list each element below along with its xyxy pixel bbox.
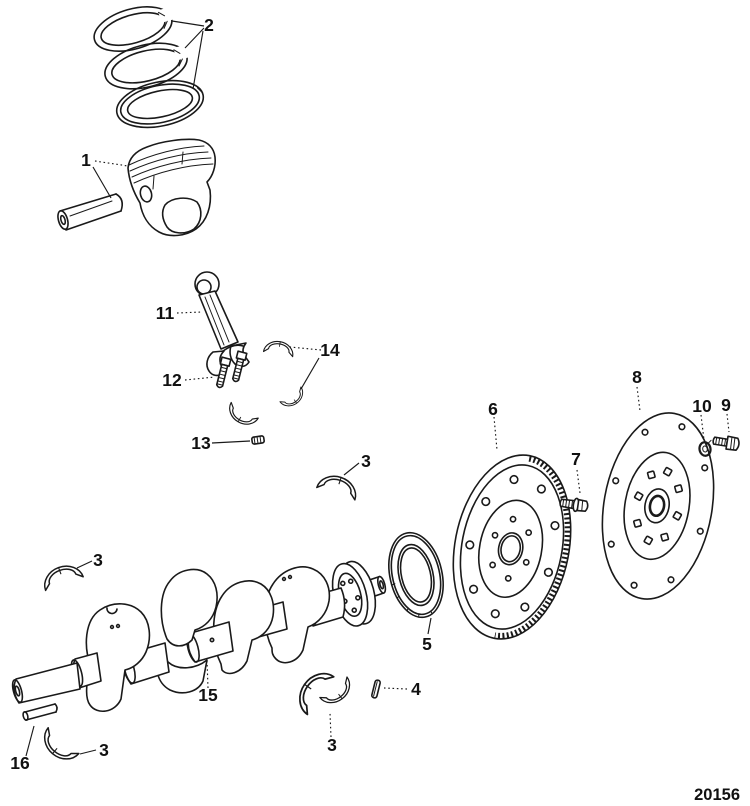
callout-16: 16 xyxy=(10,753,30,773)
callouts: 1 2 3 3 3 3 4 5 6 7 8 9 10 11 12 13 14 1… xyxy=(10,15,731,773)
crankshaft xyxy=(11,560,387,712)
woodruff-key xyxy=(371,679,381,699)
piston xyxy=(127,138,216,237)
connecting-rod xyxy=(194,271,250,377)
drive-plate xyxy=(601,412,715,600)
callout-5: 5 xyxy=(422,634,432,654)
callout-15: 15 xyxy=(198,685,218,705)
flywheel-bolt xyxy=(559,497,589,513)
callout-3d: 3 xyxy=(327,735,337,755)
piston-rings xyxy=(93,6,205,129)
callout-6: 6 xyxy=(488,399,498,419)
callout-14: 14 xyxy=(320,340,340,360)
callout-8: 8 xyxy=(632,367,642,387)
drive-plate-bolt xyxy=(712,435,740,451)
callout-3a: 3 xyxy=(361,451,371,471)
callout-12: 12 xyxy=(162,370,182,390)
callout-1: 1 xyxy=(81,150,91,170)
callout-9: 9 xyxy=(721,395,731,415)
callout-3b: 3 xyxy=(93,550,103,570)
dowel-pin xyxy=(22,703,58,721)
flywheel xyxy=(452,454,572,640)
lock-washer xyxy=(698,439,712,457)
leader-lines xyxy=(25,20,730,757)
callout-11: 11 xyxy=(156,303,175,323)
wrist-pin xyxy=(57,193,123,231)
figure-number: 20156 xyxy=(694,786,740,804)
rear-oil-seal xyxy=(388,531,444,619)
callout-13: 13 xyxy=(191,433,211,453)
callout-4: 4 xyxy=(411,679,421,699)
callout-10: 10 xyxy=(692,396,712,416)
callout-2: 2 xyxy=(204,15,214,35)
callout-3c: 3 xyxy=(99,740,109,760)
rod-bolts xyxy=(215,350,248,389)
callout-7: 7 xyxy=(571,449,581,469)
screw-13 xyxy=(251,435,265,445)
